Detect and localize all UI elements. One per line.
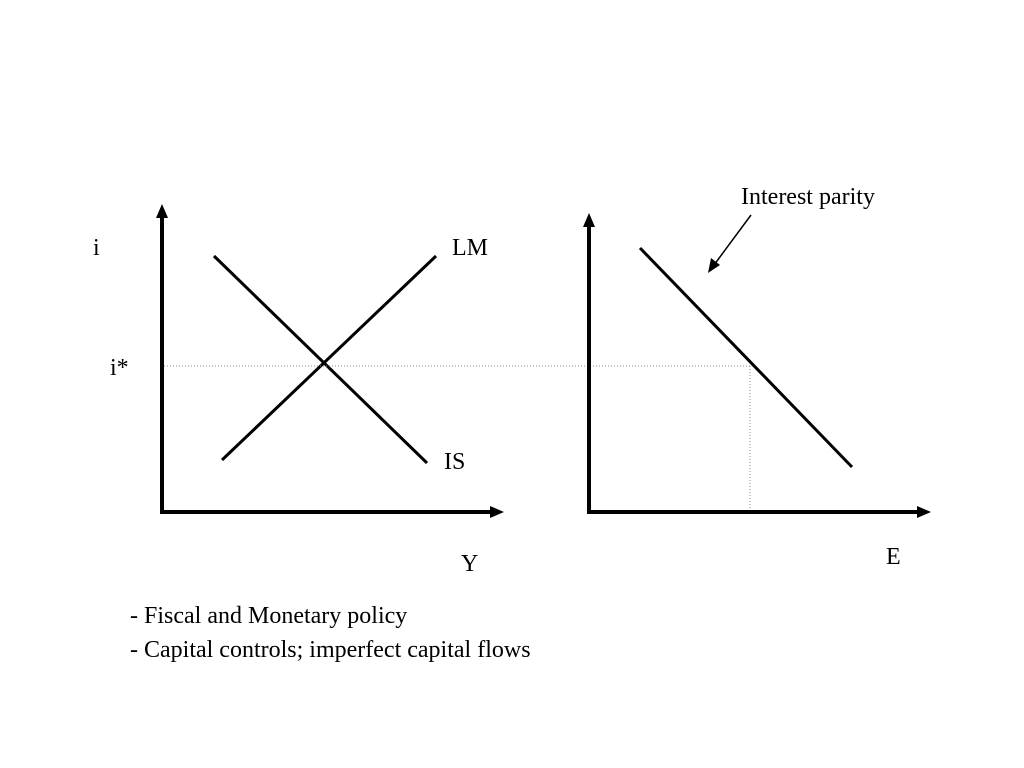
interest-parity-panel <box>583 213 931 518</box>
left-y-axis-arrowhead <box>156 204 168 218</box>
right-y-axis-arrowhead <box>583 213 595 227</box>
left-x-axis-arrowhead <box>490 506 504 518</box>
is-curve-label: IS <box>444 449 466 475</box>
equilibrium-rate-label: i* <box>110 355 129 381</box>
exchange-rate-axis-label: E <box>886 544 901 570</box>
annotation-pointer <box>713 214 752 266</box>
right-x-axis-arrowhead <box>917 506 931 518</box>
lm-curve <box>220 254 438 462</box>
note-item: - Capital controls; imperfect capital fl… <box>130 637 531 663</box>
is-lm-panel <box>156 204 504 518</box>
policy-notes: - Fiscal and Monetary policy - Capital c… <box>130 599 531 667</box>
lm-curve-label: LM <box>452 235 488 261</box>
interest-parity-label: Interest parity <box>741 184 875 210</box>
annotation-pointer-arrowhead <box>708 258 720 273</box>
note-item: - Fiscal and Monetary policy <box>130 603 408 629</box>
interest-parity-curve <box>638 246 854 469</box>
is-curve <box>212 254 429 465</box>
interest-rate-axis-label: i <box>93 235 100 261</box>
output-axis-label: Y <box>461 551 479 577</box>
